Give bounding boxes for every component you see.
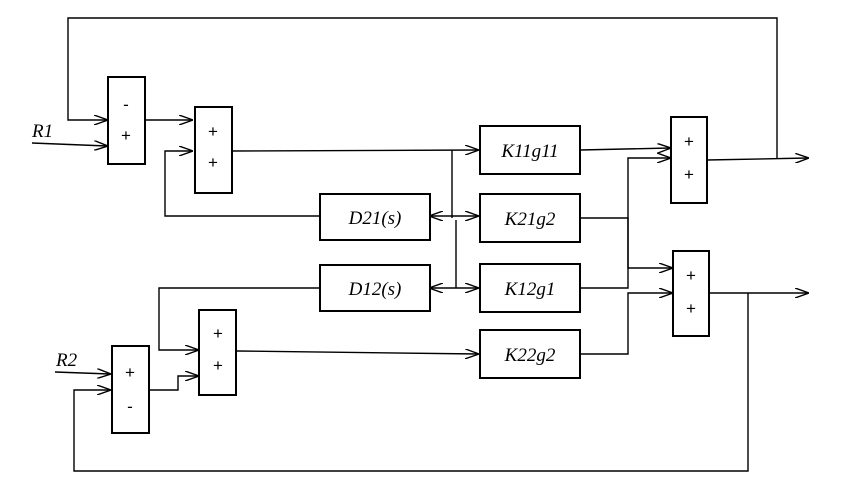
block-d12s-label: D12(s) [348, 279, 402, 300]
block-k22g2-label: K22g2 [504, 345, 556, 366]
summer-2: + + [194, 106, 233, 194]
input-r2-label: R2 [55, 350, 78, 371]
summer-2-bottom-sign: + [208, 153, 218, 172]
block-d12s: D12(s) [319, 264, 431, 312]
block-k11g11: K11g11 [479, 125, 581, 175]
summer-5-top-sign: + [125, 363, 135, 382]
summer-2-top-sign: + [208, 122, 218, 141]
block-d21s-label: D21(s) [348, 208, 402, 229]
summer-4-top-sign: + [686, 266, 696, 285]
block-k12g1: K12g1 [479, 263, 581, 313]
feedback-wire-bottom [73, 293, 749, 472]
r2-input-wire [54, 372, 110, 374]
feedback-wire-top [67, 17, 778, 158]
block-d21s: D21(s) [319, 193, 431, 241]
summer-5-bottom-sign: - [127, 397, 133, 416]
summer-1-top-sign: - [123, 95, 129, 114]
summer-1-bottom-sign: + [121, 126, 131, 145]
block-k22g2: K22g2 [479, 329, 581, 379]
block-k21g2-label: K21g2 [504, 209, 556, 230]
summer-4: + + [672, 250, 710, 337]
summer-6-top-sign: + [213, 324, 223, 343]
s2-to-k11-wire [231, 150, 478, 151]
block-k11g11-label: K11g11 [500, 141, 558, 162]
d12-to-s6-wire [158, 287, 320, 350]
summer-5: + - [111, 345, 150, 434]
summer-3-top-sign: + [684, 132, 694, 151]
block-k21g2: K21g2 [479, 193, 581, 243]
r1-input-wire [31, 143, 107, 146]
block-k12g1-label: K12g1 [504, 279, 556, 300]
s3-output-wire [706, 158, 808, 160]
summer-6-bottom-sign: + [213, 356, 223, 375]
s5-to-s6-wire [149, 376, 198, 391]
summer-6: + + [198, 309, 237, 396]
k21-to-s4-wire [580, 217, 672, 268]
input-r1-label: R1 [31, 121, 53, 142]
summer-1: - + [107, 76, 146, 165]
s6-to-k22-wire [236, 351, 478, 354]
summer-4-bottom-sign: + [686, 299, 696, 318]
d21-to-s2-wire [164, 151, 320, 217]
summer-3-bottom-sign: + [684, 165, 694, 184]
k22-to-s4-wire [580, 293, 672, 355]
summer-3: + + [670, 116, 708, 204]
k11-to-s3-wire [579, 148, 670, 150]
